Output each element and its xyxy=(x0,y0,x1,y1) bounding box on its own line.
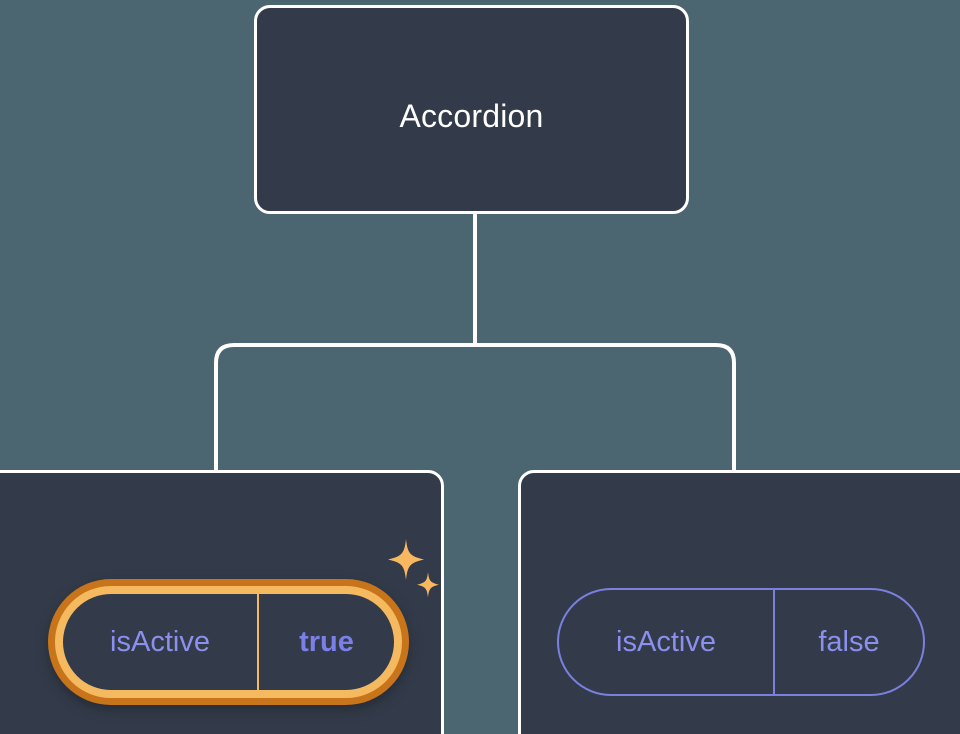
prop-value: true xyxy=(257,594,394,690)
node-accordion-title: Accordion xyxy=(399,98,544,134)
prop-pill-isactive-false[interactable]: isActive false xyxy=(557,588,925,696)
prop-value: false xyxy=(773,590,923,694)
prop-key: isActive xyxy=(110,625,210,658)
node-accordion[interactable]: Accordion xyxy=(254,5,689,214)
prop-pill-isactive-true[interactable]: isActive true xyxy=(55,586,402,698)
prop-key: isActive xyxy=(616,625,716,658)
